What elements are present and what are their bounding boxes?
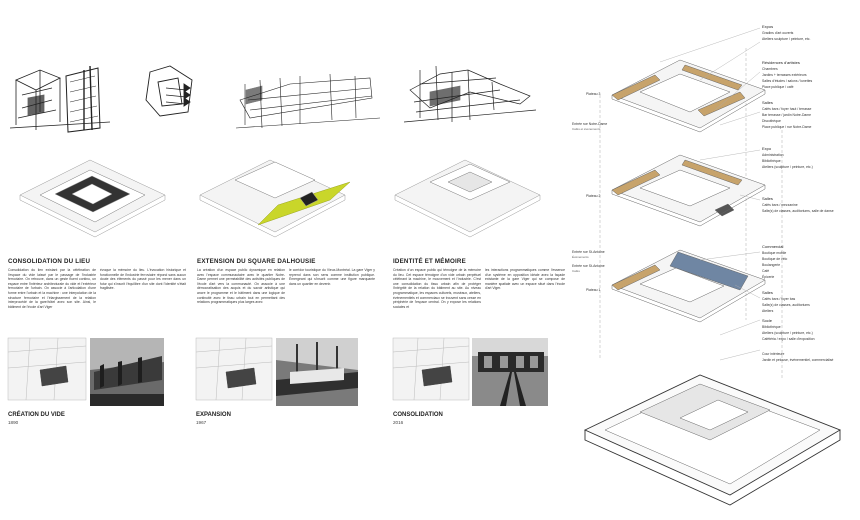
legend-heading-socle: Socle [762, 318, 773, 323]
axo-model-2 [199, 159, 351, 238]
section-text-2a: La création d'un espace public dynamique… [197, 268, 285, 305]
site-plan-3 [392, 337, 470, 401]
legend-heading-salles-1: Salles [762, 290, 773, 295]
legend-item: Cafés bars / foyer bas [762, 297, 796, 301]
sketch-2 [145, 65, 193, 117]
legend-heading-expo-2: Expo [762, 146, 772, 151]
entrance-sub-2: Événements [572, 255, 589, 259]
legend-item: Cafés bars / foyer haut / terrasse [762, 107, 812, 111]
era-title-3: CONSOLIDATION [393, 412, 443, 418]
exploded-axo [583, 48, 842, 506]
legend-item: Bar terrasse / jardin Notre-Dame [762, 113, 811, 117]
legend-item: Cafétéria / expo / salle d'exposition [762, 337, 815, 341]
site-plan-2 [195, 337, 273, 401]
legend-heading-expos: Expos [762, 24, 774, 29]
legend-item: Cour intérieure [762, 352, 785, 356]
section-title-3: IDENTITÉ ET MÉMOIRE [393, 258, 466, 265]
sketch-3 [235, 73, 381, 129]
axo-model-3 [394, 159, 541, 238]
legend-leaders [659, 27, 761, 361]
legend-item: Discothèque [762, 119, 781, 123]
site-plan-1 [7, 337, 87, 401]
level-label-1: Plateau 1 [586, 288, 601, 292]
legend-item: Gradins d'art ouverts [762, 31, 794, 35]
era-title-2: EXPANSION [196, 412, 231, 418]
legend-item: Bibliothèque [762, 159, 781, 163]
sketch-1 [9, 65, 111, 133]
legend-item: Salle(s) de classes, auditoriums, salle … [762, 209, 834, 213]
legend-item: Administration [762, 153, 784, 157]
era-year-1: 1890 [8, 420, 19, 425]
legend-item: Salle(s) de classes, auditoriums [762, 303, 810, 307]
level-label-2: Plateau 2 [586, 194, 601, 198]
section-text-1b: évoque la mémoire du lieu. L'évocation h… [100, 268, 186, 291]
legend-heading-salles-3: Salles [762, 100, 773, 105]
legend-item: Place publique / café [762, 85, 794, 89]
sketch-4 [403, 65, 537, 123]
photo-2 [276, 338, 358, 406]
section-text-3b: les interactions programmatiques comme l… [485, 268, 565, 291]
legend-item: Ateliers sculpture / peinture, etc. [762, 37, 811, 41]
section-title-1: CONSOLIDATION DU LIEU [8, 258, 91, 265]
legend-item: Boutique mobile [762, 251, 787, 255]
era-title-1: CRÉATION DU VIDE [8, 412, 65, 418]
photo-3 [472, 338, 548, 406]
level-label-3: Plateau 3 [586, 92, 601, 96]
legend-item: Chambres [762, 67, 778, 71]
legend-item: Bibliothèque [762, 325, 781, 329]
legend-item: Épicerie [762, 275, 775, 279]
legend-item: Café [762, 269, 770, 273]
legend-item: Ateliers (sculpture / peinture, etc.) [762, 331, 813, 335]
legend-heading-residences: Résidences d'artistes [762, 60, 800, 65]
entrance-sub-3: Cafés [572, 269, 580, 273]
legend-item: Ateliers (sculpture / peinture, etc.) [762, 165, 813, 169]
legend-heading-commercial: Commercial [762, 244, 784, 249]
photo-1 [90, 338, 164, 406]
legend-item: Salles d'études / salons / lunettes [762, 79, 813, 83]
legend-item: Jardin et pelouse, évènementiel, commerc… [762, 358, 834, 362]
legend-item: Ateliers [762, 309, 774, 313]
legend-item: Boulangerie [762, 263, 781, 267]
legend-heading-salles-2: Salles [762, 196, 773, 201]
section-text-2b: le corridor touristique du Vieux-Montréa… [289, 268, 375, 286]
era-year-2: 1967 [196, 420, 207, 425]
era-year-3: 2016 [393, 420, 404, 425]
section-text-3a: Création d'un espace public qui témoigne… [393, 268, 481, 309]
section-text-1a: Consolidation du lien existant par la cé… [8, 268, 96, 309]
entrance-label-3: Entrée rue St-Antoine [572, 264, 605, 268]
legend-item: Boutique de vélo [762, 257, 788, 261]
section-title-2: EXTENSION DU SQUARE DALHOUSIE [197, 258, 316, 265]
legend-item: Place publique / rue Notre-Dame [762, 125, 812, 129]
legend-item: Cafés bars / mezzanine [762, 203, 798, 207]
legend-item: Jardins + terrasses extérieurs [762, 73, 807, 77]
entrance-sub-1: Cafés et évènements [572, 127, 601, 131]
entrance-label-1: Entrée rue Notre-Dame [572, 122, 608, 126]
axo-model-1 [19, 159, 166, 238]
entrance-label-2: Entrée rue St-Antoine [572, 250, 605, 254]
